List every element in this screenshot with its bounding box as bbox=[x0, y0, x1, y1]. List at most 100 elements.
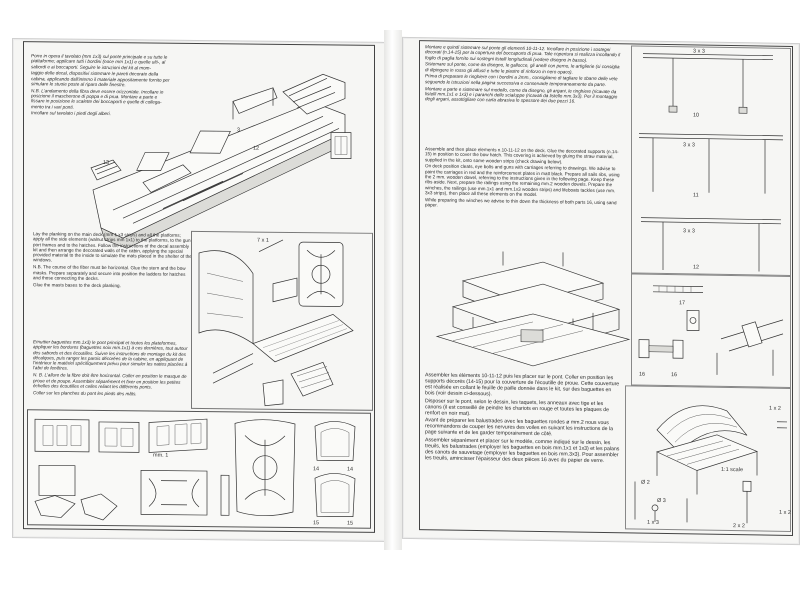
left-fr-p1: Emuttier baguettes mm.1x3) le pont princ… bbox=[33, 339, 188, 372]
label-15b: 15 bbox=[347, 520, 354, 527]
label-1x3: 1 x 3 bbox=[647, 519, 659, 526]
eye-bolt bbox=[651, 504, 659, 512]
winch-side-a bbox=[638, 339, 650, 359]
window-panel-b bbox=[98, 421, 140, 453]
hatch-two bbox=[136, 152, 170, 171]
assembled-winch bbox=[741, 321, 763, 348]
ladder-rails bbox=[212, 353, 254, 384]
right-fr-p2: Disposer sur le pont, selon le dessin, l… bbox=[425, 397, 609, 417]
stern-mask-center bbox=[252, 455, 278, 481]
grating-lines bbox=[296, 366, 332, 389]
upper-platform bbox=[232, 87, 278, 114]
window-panel-a bbox=[34, 418, 90, 453]
winch-hole bbox=[689, 317, 697, 324]
frame-bars bbox=[666, 440, 740, 465]
label-1x2b: 1 x 2 bbox=[779, 509, 791, 516]
carving-center bbox=[311, 264, 331, 284]
ladder-rungs bbox=[94, 161, 118, 175]
arch-support-14-inner bbox=[320, 428, 350, 457]
bracket-right bbox=[80, 493, 118, 521]
bracket-left bbox=[34, 495, 76, 518]
ladder-rungs-top bbox=[658, 285, 692, 293]
mast-stubs bbox=[502, 251, 564, 267]
deck-seams bbox=[162, 173, 244, 209]
right-it-p4: Montare a parte e sistemare sul modello,… bbox=[425, 85, 618, 104]
arch-support-14 bbox=[314, 421, 356, 461]
right-fr-p4: Assembler séparément et placer sur le mo… bbox=[425, 436, 620, 464]
panel-detail bbox=[334, 136, 348, 155]
window-panel-b-detail bbox=[104, 427, 134, 447]
hull-deck bbox=[92, 101, 346, 239]
label-16a: 16 bbox=[639, 371, 646, 378]
carving-detail bbox=[306, 249, 336, 299]
rail-10-posts bbox=[672, 58, 744, 110]
ship-hull-drawing bbox=[90, 73, 352, 252]
stern-wall bbox=[198, 250, 254, 345]
deck-structure-drawing bbox=[435, 251, 631, 367]
label-13: 13 bbox=[103, 159, 110, 167]
corner-panel bbox=[38, 464, 76, 497]
label-16b: 16 bbox=[671, 372, 678, 379]
post-foot-b bbox=[738, 106, 748, 114]
arch-support-15 bbox=[314, 473, 356, 517]
label-14a: 14 bbox=[313, 466, 320, 473]
right-page: Montare e quindi sistemare sul ponte gli… bbox=[402, 36, 800, 546]
label-17: 17 bbox=[679, 300, 686, 307]
right-en-p2: On deck position cleats, eye bolts and g… bbox=[425, 163, 620, 197]
label-12: 12 bbox=[253, 145, 260, 152]
label-11: 11 bbox=[693, 192, 699, 199]
rail-11-top bbox=[639, 133, 783, 141]
window-panel-c-detail bbox=[156, 422, 202, 446]
grating-piece bbox=[290, 361, 334, 397]
label-3: 3 bbox=[237, 127, 241, 134]
planking-lines bbox=[112, 115, 340, 224]
label-3x3b: 3 x 3 bbox=[683, 142, 695, 149]
right-fr-p1: Assembler les éléments 10-11-12 puis les… bbox=[425, 372, 620, 398]
window-panel-c bbox=[148, 418, 208, 453]
right-fr-p3: Avant de préparer les balustrades avec l… bbox=[425, 417, 614, 438]
carved-rail-panel bbox=[140, 470, 208, 516]
curved-cover bbox=[656, 405, 749, 453]
left-page: Porre in opera il tavolato (mm 1x3) sul … bbox=[12, 38, 386, 542]
shield-part bbox=[262, 379, 284, 407]
bow-platform bbox=[142, 164, 192, 193]
winch-side-b bbox=[672, 339, 684, 359]
railing-drawing bbox=[639, 53, 783, 272]
stern-mask-detail bbox=[244, 435, 286, 501]
right-english-text: Assemble and then place elements n.10-11… bbox=[425, 146, 621, 259]
left-en-p1: Lay the planking on the main deck (mm 1 … bbox=[33, 231, 192, 263]
left-en-p3: Glue the masts bases to the deck plankin… bbox=[33, 281, 121, 288]
platform-posts bbox=[232, 87, 274, 120]
roof-hatching bbox=[262, 320, 348, 356]
ladder-part bbox=[90, 159, 122, 181]
cleat-pins bbox=[686, 491, 748, 524]
cabin-roof-piece bbox=[252, 314, 354, 363]
hatch-cover bbox=[520, 329, 544, 343]
right-it-p1: Montare e quindi sistemare sul ponte gli… bbox=[425, 44, 621, 63]
label-scale: 1:1 scale bbox=[721, 466, 744, 474]
post-foot-a bbox=[668, 105, 678, 113]
label-mm1: mm. 1 bbox=[153, 452, 169, 459]
left-fr-p2: N. B. L'allure de la fibre doit être hor… bbox=[33, 372, 187, 390]
label-3x3a: 3 x 3 bbox=[693, 48, 705, 55]
winch-handles bbox=[716, 349, 774, 376]
cover-slats bbox=[666, 414, 738, 443]
leader-line bbox=[258, 239, 284, 252]
left-fr-p3: Coller sur les planches du pont les pied… bbox=[33, 389, 137, 397]
cabin-detail bbox=[288, 78, 336, 109]
label-d3: Ø 3 bbox=[657, 497, 666, 505]
booklet-spine bbox=[384, 30, 402, 550]
label-3x3c: 3 x 3 bbox=[683, 228, 695, 235]
decor-pieces-drawing bbox=[34, 418, 356, 521]
wall-lines bbox=[206, 272, 244, 318]
winch-drawing bbox=[638, 285, 784, 376]
label-15a: 15 bbox=[313, 520, 320, 527]
rail-10-top bbox=[643, 53, 773, 61]
winch-block bbox=[686, 309, 700, 331]
post-piece bbox=[220, 474, 230, 516]
arch-support-15-inner bbox=[320, 480, 350, 513]
label-14b: 14 bbox=[347, 466, 354, 473]
rail-11-posts bbox=[652, 137, 766, 194]
window-panel-a-detail bbox=[42, 425, 82, 446]
